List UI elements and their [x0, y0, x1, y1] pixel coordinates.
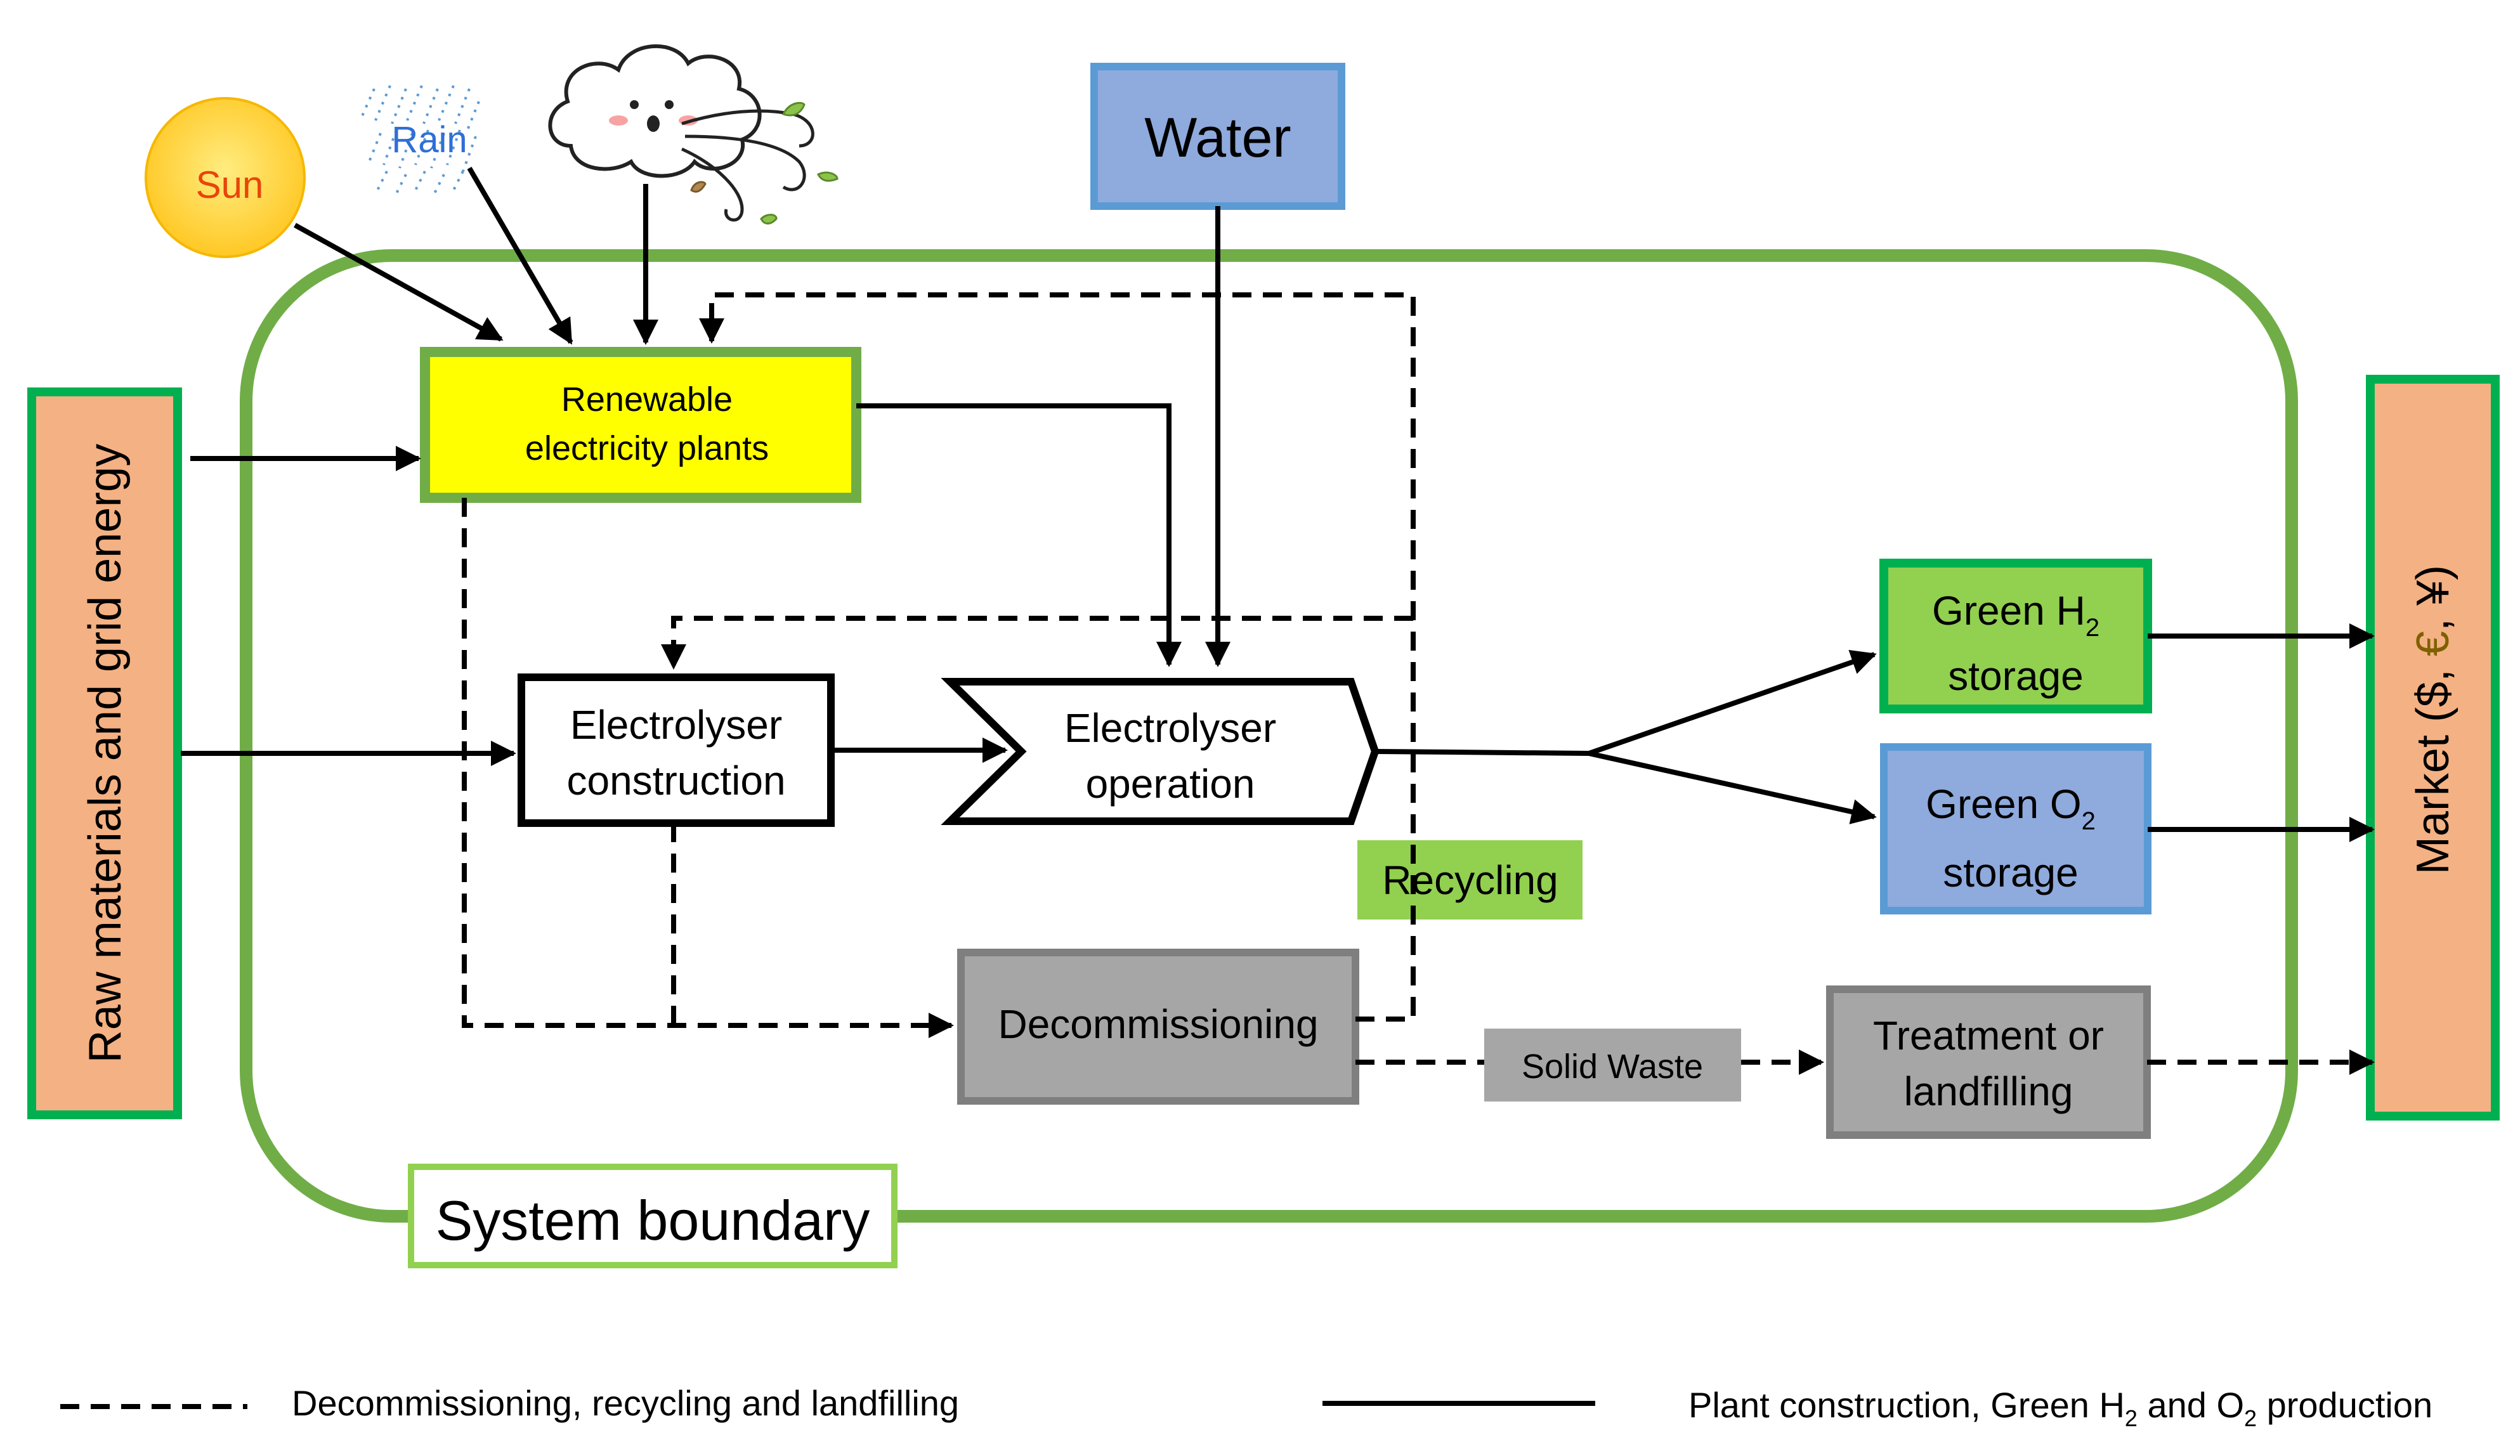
- treatment-label-line2: landfilling: [1904, 1069, 2073, 1114]
- renewable-plants-label-line1: Renewable: [561, 380, 733, 419]
- treatment-label-line1: Treatment or: [1873, 1013, 2104, 1058]
- legend-dashed-label: Decommissioning, recycling and landfilli…: [292, 1383, 959, 1423]
- decommissioning-box: [957, 949, 1359, 1105]
- electrolyser-operation-label-line2: operation: [1086, 761, 1255, 807]
- dashed-connectors: [462, 292, 2375, 1075]
- sun-icon: Sun: [145, 97, 306, 258]
- solid-waste-label: Solid Waste: [1522, 1048, 1703, 1086]
- green-h2-label-line1: Green H2: [1932, 588, 2099, 642]
- treatment-box: [1826, 985, 2151, 1139]
- raw-materials-label: Raw materials and grid energy: [80, 444, 131, 1063]
- market-label: Market ($, €, ¥): [2408, 565, 2458, 874]
- rain-icon: Rain: [360, 85, 480, 194]
- recycling-to-plants-arrow: [699, 292, 1416, 1022]
- electrolyser-operation-label-line1: Electrolyser: [1064, 705, 1276, 751]
- recycling-label: Recycling: [1382, 857, 1558, 903]
- green-o2-label-line1: Green O2: [1926, 781, 2096, 835]
- green-h2-label-line2: storage: [1948, 653, 2083, 699]
- market-box: [2366, 375, 2500, 1121]
- green-h2-storage-box: [1879, 559, 2152, 713]
- electrolyser-operation-box: [941, 678, 1380, 825]
- sun-label: Sun: [196, 164, 264, 206]
- wind-cloud-icon: [548, 44, 839, 224]
- renewable-plants-box: [420, 347, 861, 503]
- to-h2-storage-arrow: [1588, 649, 1877, 756]
- raw-materials-box: [27, 387, 182, 1119]
- plants-to-operation-arrow: [856, 403, 1182, 667]
- sun-to-plants-arrow: [294, 223, 504, 342]
- green-o2-label-line2: storage: [1943, 850, 2078, 895]
- decommissioning-label: Decommissioning: [998, 1001, 1318, 1047]
- renewable-plants-label-line2: electricity plants: [525, 429, 769, 467]
- system-boundary-label: System boundary: [436, 1189, 870, 1252]
- plants-to-decommissioning-arrow: [462, 498, 954, 1038]
- rain-to-plants-arrow: [467, 166, 573, 345]
- electrolyser-construction-label-line2: construction: [566, 758, 785, 803]
- to-o2-storage-arrow: [1588, 751, 1877, 824]
- solid-waste-box: [1484, 1029, 1741, 1102]
- recycling-box: [1357, 840, 1583, 920]
- system-boundary-frame: [240, 249, 2298, 1223]
- water-label: Water: [1144, 106, 1291, 169]
- electrolyser-construction-label-line1: Electrolyser: [570, 702, 782, 748]
- system-boundary-label-box: [408, 1164, 898, 1268]
- recycling-to-construction-arrow: [661, 616, 1413, 670]
- solid-connectors: [181, 166, 2375, 842]
- operation-output-line: [1374, 749, 1590, 756]
- legend: Decommissioning, recycling and landfilli…: [60, 1383, 2432, 1431]
- electrolyser-construction-box: [518, 673, 835, 827]
- legend-solid-label: Plant construction, Green H2 and O2 prod…: [1688, 1385, 2432, 1431]
- rain-label: Rain: [391, 119, 467, 160]
